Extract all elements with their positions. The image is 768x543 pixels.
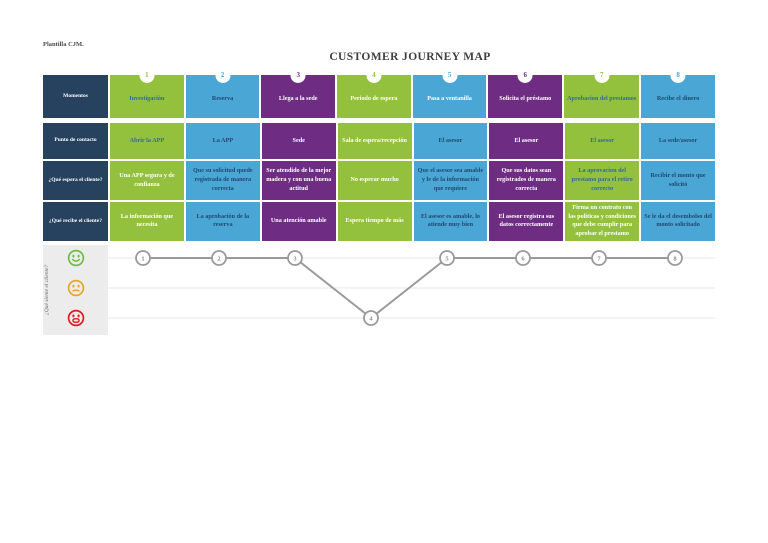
row-label-moments: Momentos	[43, 75, 108, 118]
journey-point-4	[363, 310, 379, 326]
row-label-touchpoint: Punto de contacto	[43, 123, 108, 159]
journey-point-3	[287, 250, 303, 266]
step-header-5: 5 Pasa a ventanilla	[412, 68, 487, 118]
expects-cell-4: No esperar mucho	[337, 161, 412, 200]
svg-text:3: 3	[293, 255, 297, 262]
svg-text:2: 2	[217, 255, 220, 262]
step-label: Solicita el préstamo	[499, 94, 552, 102]
svg-text:4: 4	[369, 315, 373, 322]
step-label: Recibe el dinero	[656, 94, 700, 102]
svg-text:5: 5	[445, 255, 449, 262]
row-label-receives: ¿Qué recibe el cliente?	[43, 202, 108, 241]
neutral-face-icon	[67, 279, 85, 297]
journey-point-7	[591, 250, 607, 266]
svg-text:1: 1	[141, 255, 144, 262]
journey-point-1	[135, 250, 151, 266]
step-header-1: 1 Investigación	[110, 68, 184, 118]
journey-point-5	[439, 250, 455, 266]
step-label: Reserva	[211, 94, 234, 102]
expects-row: ¿Qué espera el cliente? Una APP segura y…	[43, 161, 715, 200]
touchpoint-row: Punto de contacto Abrir la APP La APP Se…	[43, 123, 715, 159]
expects-cell-3: Ser atendido de la mejor madera y con un…	[261, 161, 336, 200]
step-label: Periodo de espera	[350, 94, 398, 102]
receives-row: ¿Qué recibe el cliente? La información q…	[43, 202, 715, 241]
touchpoint-cell-8: La sede/asesor	[641, 123, 715, 159]
page-title: CUSTOMER JOURNEY MAP	[329, 51, 491, 63]
step-number-badge: 2	[215, 68, 231, 83]
touchpoint-cell-7: El asesor	[565, 123, 640, 159]
journey-point-6	[515, 250, 531, 266]
expects-cell-5: Que el asesor sea amable y le de la info…	[413, 161, 488, 200]
step-label: Investigación	[129, 94, 165, 102]
journey-point-8	[667, 250, 683, 266]
expects-cell-8: Recibir el monto que solicitó	[641, 161, 715, 200]
step-header-3: 3 Llega a la sede	[261, 68, 336, 118]
emotion-face-scale	[67, 245, 85, 335]
emotion-sidebar: ¿Qué siente el cliente?	[43, 245, 108, 335]
step-label: Llega a la sede	[278, 94, 318, 102]
expects-cell-6: Que sus datos sean registrados de manera…	[489, 161, 564, 200]
emotion-section: ¿Qué siente el cliente?	[43, 245, 715, 335]
step-header-8: 8 Recibe el dinero	[641, 68, 715, 118]
step-number-badge: 4	[366, 68, 382, 83]
expects-cell-2: Que su solicitud quede registrada de man…	[185, 161, 260, 200]
touchpoint-cell-5: El asesor	[413, 123, 488, 159]
receives-cell-3: Una atención amable	[261, 202, 336, 241]
svg-text:8: 8	[673, 255, 677, 262]
step-number-badge: 5	[442, 68, 458, 83]
receives-cell-5: El asesor es amable, lo atiende muy bien	[413, 202, 488, 241]
receives-cell-4: Espera tiempo de más	[337, 202, 412, 241]
happy-face-icon	[67, 249, 85, 267]
touchpoint-cell-2: La APP	[185, 123, 260, 159]
step-label: Aprobacion del prestamos	[567, 94, 637, 102]
step-number-badge: 7	[594, 68, 610, 83]
expects-cell-7: La aprovacion del prestamo para el retir…	[565, 161, 640, 200]
svg-text:6: 6	[521, 255, 525, 262]
step-label: Pasa a ventanilla	[427, 94, 472, 102]
moments-row: Momentos 1 Investigación 2 Reserva 3 Lle…	[43, 68, 715, 118]
emotion-line-chart: 1 2 3 4 5 6 7 8	[108, 250, 715, 326]
step-header-2: 2 Reserva	[185, 68, 260, 118]
receives-cell-6: El asesor registra sus datos correctamen…	[489, 202, 564, 241]
step-header-4: 4 Periodo de espera	[337, 68, 411, 118]
receives-cell-1: La información que necesita	[110, 202, 184, 241]
emotion-axis-label: ¿Qué siente el cliente?	[44, 264, 50, 316]
row-label-expects: ¿Qué espera el cliente?	[43, 161, 108, 200]
receives-cell-8: Se le da el desembolso del monto solicit…	[641, 202, 715, 241]
expects-cell-1: Una APP segura y de confianza	[110, 161, 184, 200]
touchpoint-cell-1: Abrir la APP	[110, 123, 184, 159]
touchpoint-cell-3: Sede	[261, 123, 336, 159]
step-header-7: 7 Aprobacion del prestamos	[564, 68, 640, 118]
sad-face-icon	[67, 309, 85, 327]
receives-cell-2: La aprobación de la reserva	[185, 202, 260, 241]
step-number-badge: 6	[517, 68, 533, 83]
receives-cell-7: Firma un contrato con las políticas y co…	[565, 202, 640, 241]
step-number-badge: 1	[139, 68, 155, 83]
step-header-6: 6 Solicita el préstamo	[488, 68, 563, 118]
touchpoint-cell-6: El asesor	[489, 123, 564, 159]
step-number-badge: 3	[290, 68, 306, 83]
doc-label: Plantilla CJM.	[43, 41, 84, 48]
step-number-badge: 8	[670, 68, 686, 83]
svg-text:7: 7	[597, 255, 601, 262]
touchpoint-cell-4: Sala de espera/recepción	[337, 123, 412, 159]
journey-point-2	[211, 250, 227, 266]
